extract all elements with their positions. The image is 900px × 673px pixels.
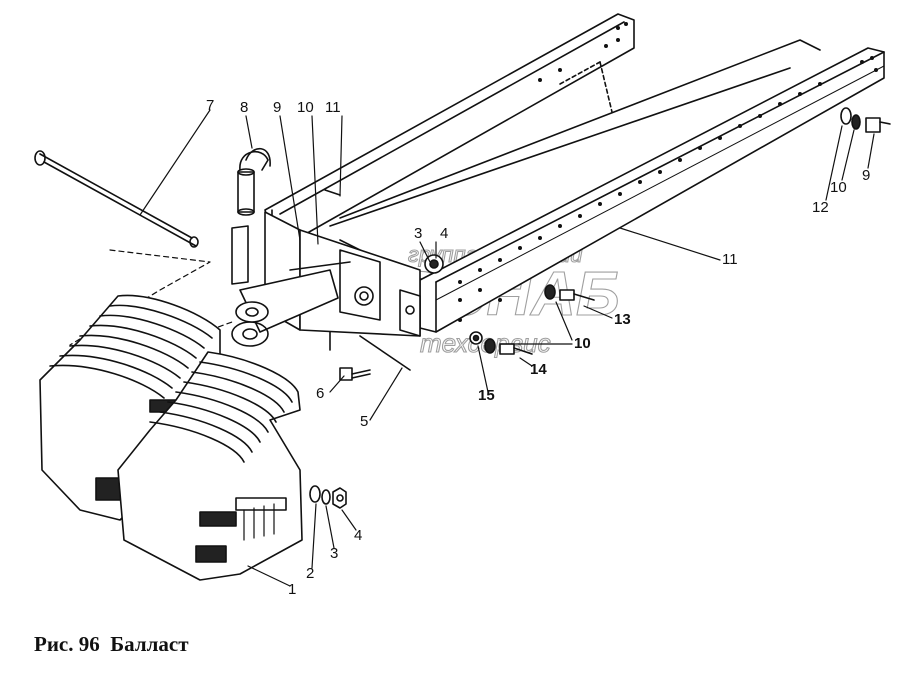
nut-front [424,254,444,274]
frame-rail-middle [329,39,821,227]
callout-4: 4 [354,527,362,544]
pin [237,147,271,216]
callout-3: 3 [414,225,422,242]
callout-4: 4 [440,225,448,242]
leader-lines [139,109,875,587]
tie-rod [34,150,199,248]
callout-7: 7 [206,97,214,114]
callout-6: 6 [316,385,324,402]
bolt-6 [339,367,371,381]
callout-10: 10 [574,335,591,352]
callout-1: 1 [288,581,296,598]
washer-10 [851,114,861,130]
figure-title: Балласт [110,632,189,656]
callout-10: 10 [297,99,314,116]
callout-15: 15 [478,387,495,404]
ballast-weights-rear [39,294,221,521]
nut-4 [332,487,347,509]
bolt-14 [484,338,533,355]
callout-12: 12 [812,199,829,216]
callout-5: 5 [360,413,368,430]
callout-9: 9 [862,167,870,184]
frame-rail-right [339,47,885,333]
washer-2 [309,485,321,503]
callout-13: 13 [614,311,631,328]
callout-11: 11 [722,251,738,268]
spring-washer-3 [321,489,331,505]
callout-labels: 7 8 9 10 11 3 4 11 12 10 9 13 10 14 15 5… [206,97,870,598]
callout-14: 14 [530,361,547,378]
bolt-9 [865,117,891,133]
nut-15 [469,331,483,345]
washer-12 [840,107,852,125]
figure-caption: Рис. 96 Балласт [34,632,189,657]
callout-9: 9 [273,99,281,116]
bolt-13 [544,284,595,301]
callout-11: 11 [325,99,341,116]
figure-number: Рис. 96 [34,632,100,656]
ballast-weights-front [117,351,303,581]
callout-3: 3 [330,545,338,562]
callout-2: 2 [306,565,314,582]
front-bracket [231,211,421,371]
callout-10: 10 [830,179,847,196]
callout-8: 8 [240,99,248,116]
